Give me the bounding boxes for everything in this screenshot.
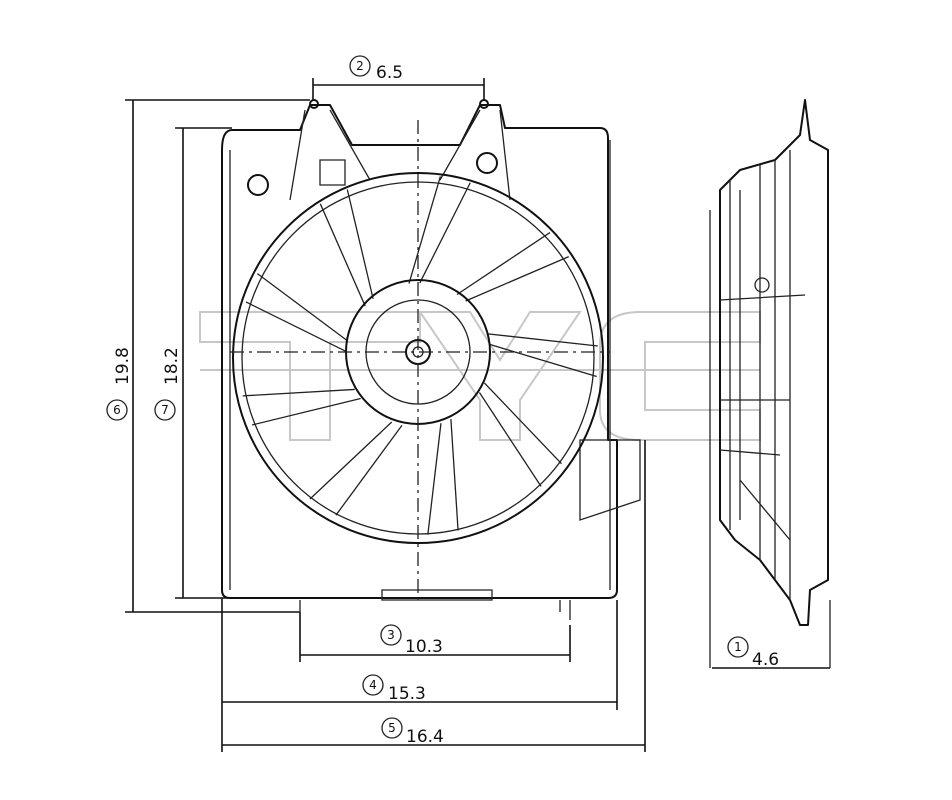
fan-blade [486,333,598,378]
fan-blades [242,176,598,535]
side-view [709,99,831,668]
front-view-shroud [221,99,641,620]
svg-text:3: 3 [387,628,395,642]
fan-blade [456,232,570,302]
svg-text:16.4: 16.4 [406,727,444,747]
fan-blade [242,388,361,426]
fan-blade [309,421,403,516]
svg-text:2: 2 [356,59,364,73]
dimension-5: 5 16.4 [381,717,444,747]
dimension-7: 7 18.2 [154,347,182,421]
fan-blade [245,273,348,353]
dimension-3: 3 10.3 [380,624,443,657]
fan-blade [427,419,459,535]
svg-text:10.3: 10.3 [405,637,443,657]
svg-text:6: 6 [113,403,121,417]
svg-text:1: 1 [734,640,742,654]
dimension-1: 1 4.6 [727,636,779,670]
svg-text:6.5: 6.5 [376,63,403,83]
svg-text:7: 7 [161,403,169,417]
svg-text:15.3: 15.3 [388,684,426,704]
fan-blade [478,382,562,487]
tyc-watermark-logo [199,311,761,441]
dimension-6: 6 19.8 [106,347,133,421]
svg-text:4.6: 4.6 [752,650,779,670]
svg-text:4: 4 [369,678,377,692]
svg-text:5: 5 [388,721,396,735]
svg-text:19.8: 19.8 [113,347,133,385]
fan-blade [319,189,374,307]
fan-blade [408,176,471,284]
dimension-2: 2 6.5 [349,55,403,83]
svg-text:18.2: 18.2 [162,347,182,385]
dimension-4: 4 15.3 [362,674,426,704]
dimension-lines [125,78,830,752]
